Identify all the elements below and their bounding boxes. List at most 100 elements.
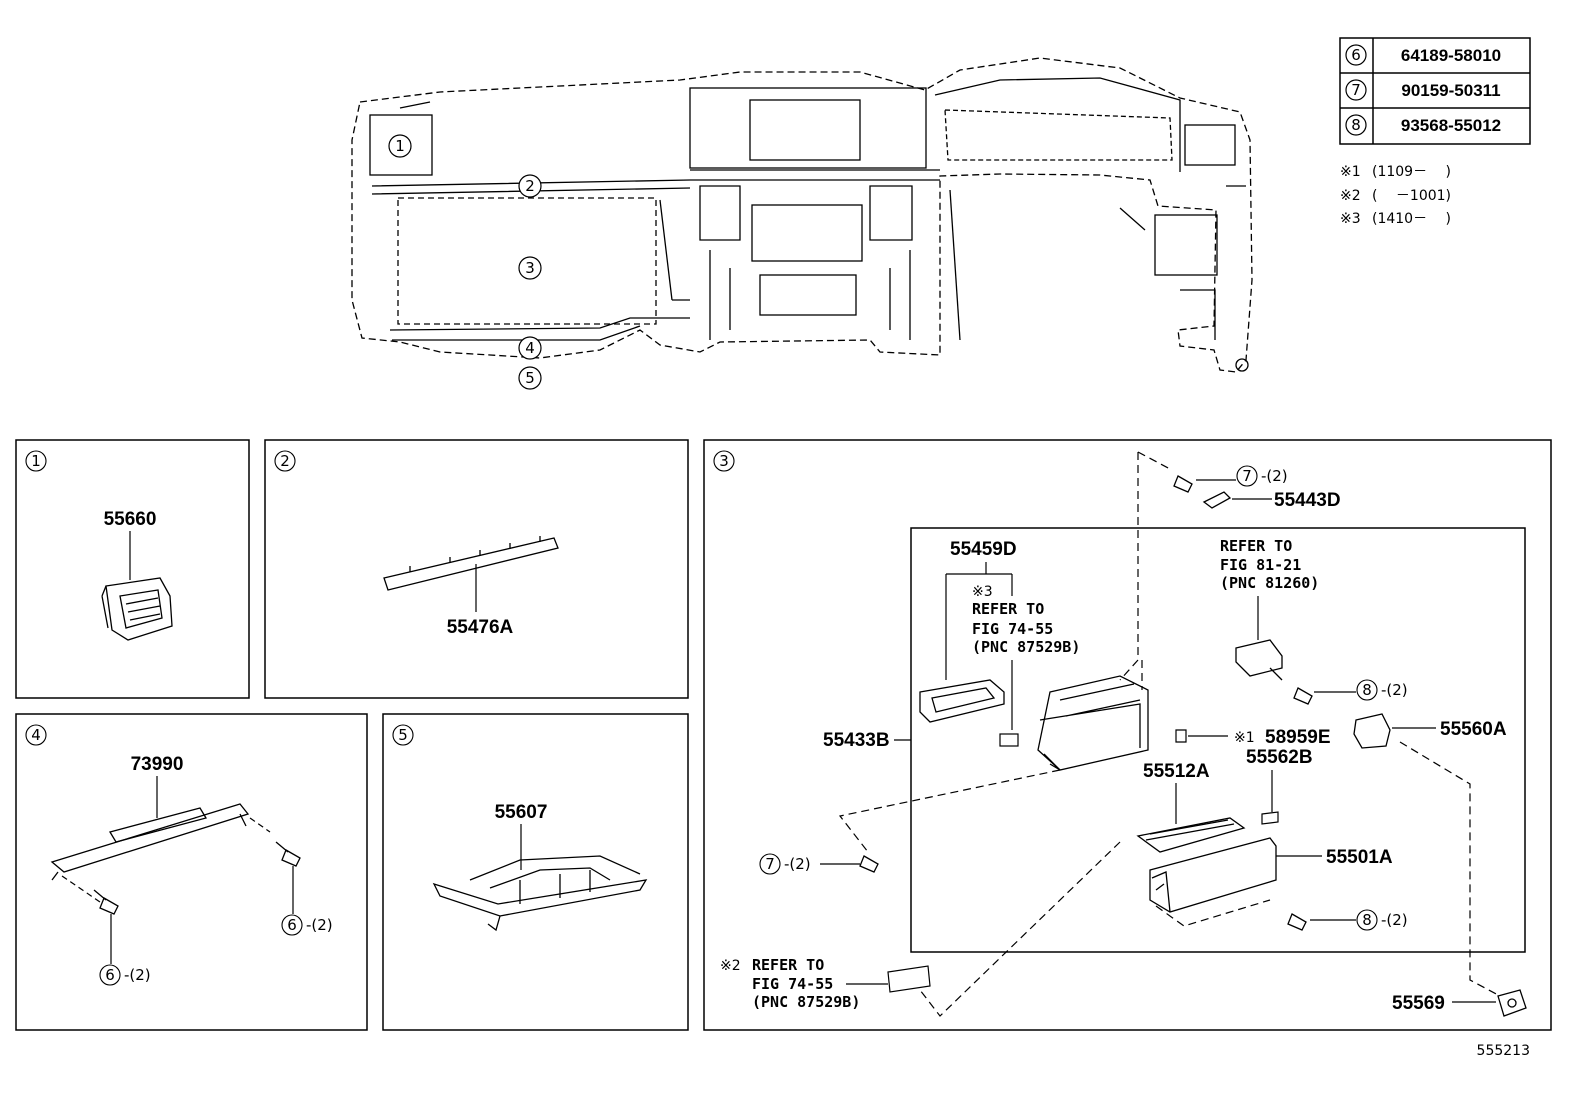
- dashed-leaders: [838, 451, 1501, 1017]
- bulb-drawing: [1175, 729, 1187, 743]
- panel-1: 1 55660: [15, 439, 250, 699]
- clip-drawing: [1202, 491, 1232, 509]
- part-number-55501A: 55501A: [1326, 847, 1393, 868]
- part-number-55443D: 55443D: [1274, 490, 1341, 511]
- screw-qty: -(2): [1261, 467, 1288, 485]
- note-mark: ※1: [1234, 730, 1255, 746]
- glovebox-inner-drawing: [1136, 817, 1246, 853]
- screw-qty: -(2): [1381, 681, 1408, 699]
- retainer-drawing: [1497, 989, 1527, 1017]
- bezel-drawing: [919, 679, 1005, 723]
- part-number-55569: 55569: [1392, 993, 1445, 1014]
- legend-ref: 6: [1351, 46, 1361, 64]
- refer-line: REFER TO: [972, 600, 1044, 618]
- panel-2: 2 55476A: [264, 439, 689, 699]
- legend-row-8: 8 93568-55012: [1345, 114, 1501, 136]
- callout-number: 3: [525, 259, 535, 277]
- screw-ref: 8: [1362, 911, 1372, 929]
- screw-icon: [859, 855, 879, 873]
- glovebox-door-drawing: [1149, 837, 1277, 913]
- overview-callout-1: 1: [388, 134, 412, 158]
- panel-ref: 2: [280, 452, 290, 470]
- screw-icon: [1293, 687, 1313, 705]
- callout-number: 4: [525, 339, 535, 357]
- part-number-55562B: 55562B: [1246, 747, 1313, 768]
- legend-part: 64189-58010: [1401, 46, 1501, 65]
- note-mark: ※2: [720, 958, 741, 974]
- screw-ref: 7: [765, 855, 775, 873]
- screw-icon: [93, 841, 301, 915]
- screw-icon: [1173, 475, 1193, 493]
- screw-qty: -(2): [306, 916, 333, 934]
- refer-line: REFER TO: [1220, 537, 1292, 555]
- glovebox-housing-drawing: [1037, 675, 1149, 771]
- air-vent-part-drawing: [101, 577, 173, 641]
- legend-ref: 8: [1351, 116, 1361, 134]
- refer-line: FIG 74-55: [972, 620, 1053, 638]
- switch-drawing: [1235, 639, 1283, 681]
- screw-qty: -(2): [784, 855, 811, 873]
- note-mark: ※1: [1340, 164, 1361, 180]
- refer-line: (PNC 87529B): [972, 638, 1080, 656]
- screw-ref: 8: [1362, 681, 1372, 699]
- screw-qty: -(2): [1381, 911, 1408, 929]
- refer-line: (PNC 81260): [1220, 574, 1319, 592]
- part-number-55560A: 55560A: [1440, 719, 1507, 740]
- refer-line: FIG 74-55: [752, 975, 833, 993]
- overview-callout-4: 4: [518, 336, 542, 360]
- screw-qty: -(2): [124, 966, 151, 984]
- note-text: ( －1001): [1372, 188, 1451, 204]
- screw-icon: [1287, 913, 1307, 931]
- reinforcement-drawing: [432, 855, 648, 932]
- latch-drawing: [1353, 713, 1391, 749]
- trim-strip-drawing: [383, 536, 559, 591]
- callout-number: 1: [395, 137, 405, 155]
- note-text: (1410－ ): [1372, 211, 1451, 227]
- panel-ref: 4: [31, 726, 41, 744]
- part-number-55433B: 55433B: [823, 730, 890, 751]
- legend-table: [1339, 37, 1531, 145]
- legend-row-7: 7 90159-50311: [1345, 79, 1501, 101]
- dashboard-frame-drawing: [351, 57, 1253, 373]
- screw-ref: 6: [287, 916, 297, 934]
- note-text: (1109－ ): [1372, 164, 1451, 180]
- overview-callout-5: 5: [518, 366, 542, 390]
- panel-4: 4 73990 6 -(2) 6 -(2): [15, 713, 368, 1031]
- label-plate-drawing: [999, 733, 1019, 747]
- part-number-55512A: 55512A: [1143, 761, 1210, 782]
- overview-callout-3: 3: [518, 256, 542, 280]
- bracket-drawing: [50, 803, 250, 881]
- callout-number: 5: [525, 369, 535, 387]
- part-number-73990: 73990: [131, 754, 184, 775]
- legend-ref: 7: [1351, 81, 1361, 99]
- pin-drawing: [1261, 811, 1279, 825]
- note-mark: ※3: [1340, 211, 1361, 227]
- part-number-55459D: 55459D: [950, 539, 1017, 560]
- part-number-55607: 55607: [495, 802, 548, 823]
- legend-row-6: 6 64189-58010: [1345, 44, 1501, 66]
- overview-callout-2: 2: [518, 174, 542, 198]
- part-number-55660: 55660: [104, 509, 157, 530]
- panel-ref: 1: [31, 452, 41, 470]
- refer-line: REFER TO: [752, 956, 824, 974]
- panel-ref: 3: [719, 452, 729, 470]
- notes: ※1 (1109－ ) ※2 ( －1001) ※3 (1410－ ): [1340, 164, 1451, 227]
- figure-id: 555213: [1477, 1043, 1530, 1059]
- legend-part: 90159-50311: [1401, 81, 1500, 100]
- part-number-55476A: 55476A: [447, 617, 514, 638]
- label-plate-drawing: [887, 965, 931, 993]
- panel-ref: 5: [398, 726, 408, 744]
- screw-ref: 6: [105, 966, 115, 984]
- screw-ref: 7: [1242, 467, 1252, 485]
- panel-5: 5 55607: [382, 713, 689, 1031]
- callout-number: 2: [525, 177, 535, 195]
- refer-line: (PNC 87529B): [752, 993, 860, 1011]
- part-number-58959E: 58959E: [1265, 727, 1331, 748]
- legend-part: 93568-55012: [1401, 116, 1501, 135]
- refer-line: FIG 81-21: [1220, 556, 1301, 574]
- note-mark: ※3: [972, 584, 993, 600]
- panel-3: 3 7 -(2) 55443D 55459D ※3 REFER TO F: [703, 439, 1552, 1031]
- glovebox-subassembly-box: [910, 527, 1526, 953]
- note-mark: ※2: [1340, 188, 1361, 204]
